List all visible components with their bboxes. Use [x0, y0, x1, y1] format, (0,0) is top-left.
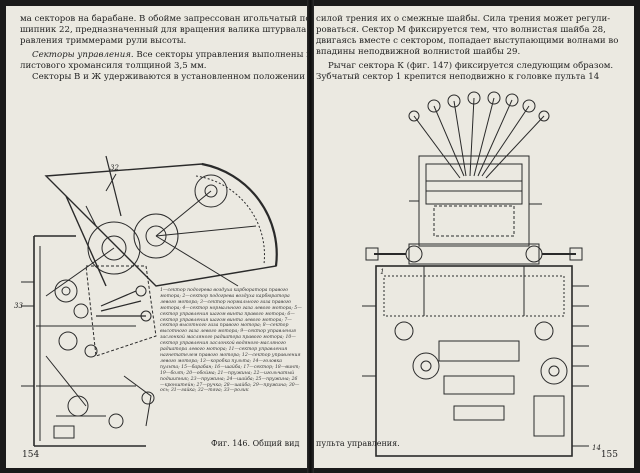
- left-text-line-1: ма секторов на барабане. В обойме запрес…: [20, 14, 307, 24]
- control-console-side-drawing: 32 33: [14, 155, 278, 447]
- left-page-number: 154: [22, 450, 40, 460]
- figure-legend: 1—сектор подогрева воздуха карбюратора п…: [160, 288, 302, 394]
- section-title: Секторы управления.: [32, 50, 134, 60]
- left-text-line-2: шипник 22, предназначенный для вращения …: [20, 25, 307, 35]
- right-text-line-6: Зубчатый сектор 1 крепится неподвижно к …: [316, 72, 600, 82]
- right-text-line-4: впадины неподвижной волнистой шайбы 29.: [316, 47, 521, 57]
- fig-label-1: 1: [380, 268, 384, 276]
- section-text: Все секторы управления выполнены из: [136, 50, 307, 60]
- left-text-line-3: равления триммерами рули высоты.: [20, 36, 187, 46]
- fig-label-14: 14: [592, 444, 601, 452]
- caption-left: Фиг. 146. Общий вид: [211, 439, 300, 448]
- book-gutter: [307, 0, 314, 473]
- right-text-line-1: силой трения их о смежные шайбы. Сила тр…: [316, 14, 611, 24]
- right-page-number: 155: [600, 450, 618, 460]
- right-page: силой трения их о смежные шайбы. Сила тр…: [314, 6, 634, 468]
- fig-label-32: 32: [110, 164, 119, 172]
- control-console-front-drawing: 1 14: [362, 91, 601, 457]
- right-text-line-2: роваться. Сектор М фиксируется тем, что …: [316, 25, 606, 35]
- caption-right: пульта управления.: [316, 439, 400, 448]
- left-page: ма секторов на барабане. В обойме запрес…: [6, 6, 307, 468]
- right-text-line-3: двигаясь вместе с сектором, попадает выс…: [316, 36, 619, 46]
- fig-label-33: 33: [14, 302, 23, 310]
- left-section-line-3: Секторы В и Ж удерживаются в установленн…: [32, 72, 306, 82]
- right-text-line-5: Рычаг сектора К (фиг. 147) фиксируется с…: [328, 61, 614, 71]
- left-section-line-2: листового хромансиля толщиной 3,5 мм.: [20, 61, 207, 71]
- left-section-line-1: Секторы управления. Все секторы управлен…: [32, 50, 307, 61]
